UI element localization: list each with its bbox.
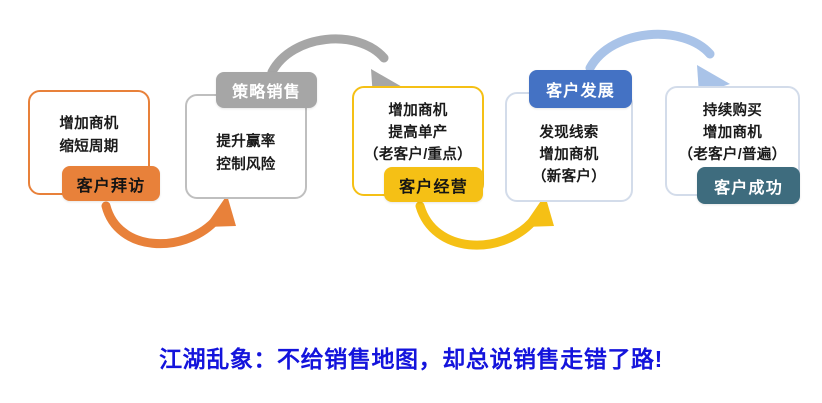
stage-customer-management-label-text: 客户经营 bbox=[399, 178, 468, 196]
stage-strategic-selling-label[interactable]: 策略销售 bbox=[216, 72, 317, 108]
stage-customer-success[interactable]: 持续购买 增加商机 （老客户/普遍） 客户成功 bbox=[665, 86, 822, 218]
stage-customer-development-card: 发现线索 增加商机 （新客户） bbox=[505, 92, 633, 202]
stage-customer-management[interactable]: 增加商机 提高单产 （老客户/重点） 客户经营 bbox=[352, 86, 547, 218]
stage-strategic-selling[interactable]: 提升赢率 控制风险 策略销售 bbox=[185, 68, 365, 213]
stage-strategic-selling-line-2: 控制风险 bbox=[216, 156, 276, 173]
stage-customer-development-label-text: 客户发展 bbox=[546, 83, 615, 100]
stage-customer-visit-line-1: 增加商机 bbox=[59, 116, 119, 133]
stage-customer-management-line-1: 增加商机 bbox=[388, 102, 448, 119]
stage-customer-management-label[interactable]: 客户经营 bbox=[384, 167, 483, 202]
stage-customer-success-label-text: 客户成功 bbox=[714, 179, 783, 197]
stage-customer-development-label[interactable]: 客户发展 bbox=[529, 70, 632, 108]
stage-strategic-selling-label-text: 策略销售 bbox=[232, 84, 301, 101]
diagram-caption: 江湖乱象：不给销售地图，却总说销售走错了路! bbox=[159, 346, 663, 372]
stage-customer-development-line-1: 发现线索 bbox=[539, 124, 599, 141]
stage-customer-visit-label-text: 客户拜访 bbox=[76, 177, 146, 195]
stage-customer-development-line-3: （新客户） bbox=[532, 169, 606, 186]
stage-strategic-selling-line-1: 提升赢率 bbox=[216, 134, 276, 151]
stage-customer-visit-label[interactable]: 客户拜访 bbox=[62, 166, 160, 201]
stage-customer-development-line-2: 增加商机 bbox=[539, 146, 599, 163]
stage-customer-success-line-1: 持续购买 bbox=[702, 102, 763, 119]
stage-customer-management-line-2: 提高单产 bbox=[388, 124, 448, 141]
stage-customer-development[interactable]: 发现线索 增加商机 （新客户） 客户发展 bbox=[505, 66, 695, 216]
stage-customer-visit-line-2: 缩短周期 bbox=[59, 138, 119, 155]
stage-customer-success-line-2: 增加商机 bbox=[702, 124, 763, 141]
stage-customer-success-line-3: （老客户/普遍） bbox=[678, 147, 787, 164]
stage-customer-management-line-3: （老客户/重点） bbox=[364, 147, 472, 164]
stage-strategic-selling-card: 提升赢率 控制风险 bbox=[185, 94, 307, 199]
stage-customer-visit[interactable]: 增加商机 缩短周期 客户拜访 bbox=[28, 90, 203, 215]
stage-customer-success-label[interactable]: 客户成功 bbox=[697, 167, 800, 204]
